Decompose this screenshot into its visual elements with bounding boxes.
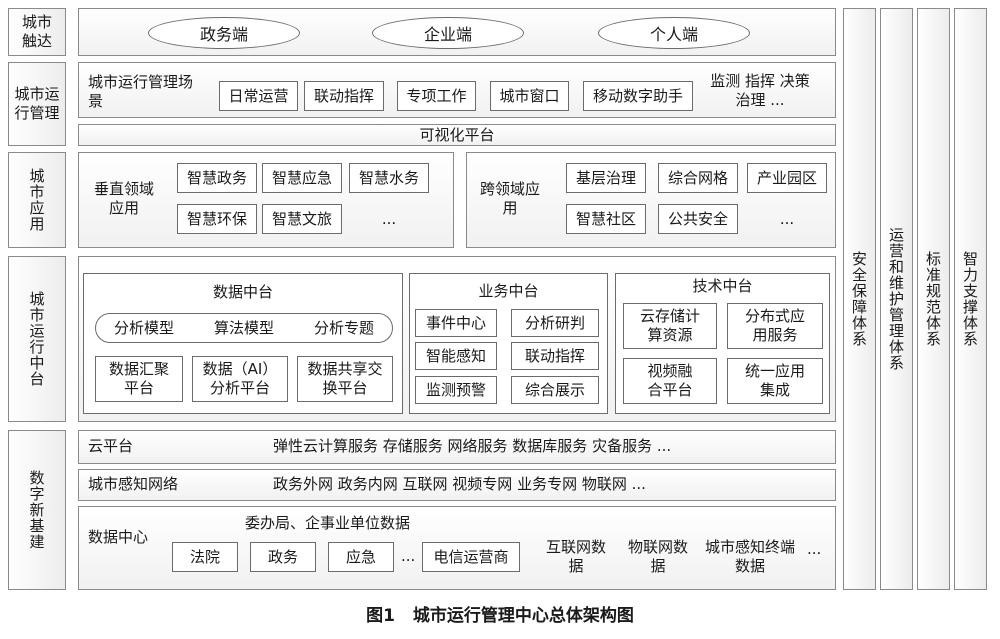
pillar-security-text: 安全保障体系	[850, 251, 868, 347]
reach-item-gov: 政务端	[148, 17, 300, 49]
cross-app-grassroots: 基层治理	[566, 163, 646, 193]
datacenter-units-label: 委办局、企事业单位数据	[245, 514, 411, 532]
dc-source-iot: 物联网数据	[627, 538, 688, 575]
tech-item-integration: 统一应用集成	[727, 358, 823, 404]
biz-item-command: 联动指挥	[511, 342, 599, 370]
data-platform-ai: 数据（AI）分析平台	[192, 356, 288, 402]
pillar-operations: 运营和维护管理体系	[880, 8, 913, 590]
dc-box-telecom: 电信运营商	[422, 542, 520, 572]
ops-extra: 监测 指挥 决策 治理 ...	[710, 72, 810, 109]
dc-box-court: 法院	[172, 542, 238, 572]
biz-item-display: 综合展示	[511, 376, 599, 404]
layer-label-center-text: 城市运行中台	[27, 291, 46, 387]
network-items: 政务外网 政务内网 互联网 视频专网 业务专网 物联网 ...	[273, 475, 646, 493]
visual-platform-panel	[78, 124, 836, 146]
tech-platform-title: 技术中台	[692, 276, 753, 295]
figure-number: 图1	[366, 606, 395, 626]
cloud-panel	[78, 430, 836, 464]
tech-item-video: 视频融合平台	[623, 358, 717, 404]
pillar-intellect: 智力支撑体系	[954, 8, 987, 590]
cloud-items: 弹性云计算服务 存储服务 网络服务 数据库服务 灾备服务 ...	[273, 437, 672, 455]
dc-source-sensing: 城市感知终端数据	[704, 538, 795, 575]
ops-item-special: 专项工作	[397, 81, 476, 111]
ops-item-command: 联动指挥	[304, 81, 384, 111]
biz-item-event: 事件中心	[415, 309, 497, 337]
vertical-app-gov: 智慧政务	[177, 163, 257, 193]
reach-item-enterprise: 企业端	[372, 17, 524, 49]
layer-label-apps-text: 城市应用	[27, 168, 46, 232]
layer-label-reach-text: 城市触达	[21, 13, 52, 50]
pillar-operations-text: 运营和维护管理体系	[887, 227, 905, 371]
tech-item-cloud: 云存储计算资源	[623, 303, 717, 349]
layer-label-apps: 城市应用	[8, 152, 66, 248]
vertical-apps-title: 垂直领域应用	[94, 180, 155, 217]
data-models-pill	[95, 313, 393, 343]
ops-item-mobile: 移动数字助手	[583, 81, 693, 111]
dc-box-gov: 政务	[250, 542, 316, 572]
data-model-topic: 分析专题	[313, 318, 374, 337]
biz-item-sensing: 智能感知	[415, 342, 497, 370]
data-model-analysis: 分析模型	[113, 318, 174, 337]
data-platform-aggregate: 数据汇聚平台	[95, 356, 183, 402]
figure-caption: 图1 城市运行管理中心总体架构图	[0, 601, 1000, 626]
visual-platform-label: 可视化平台	[419, 125, 495, 144]
cross-app-safety: 公共安全	[658, 204, 738, 234]
figure-title: 城市运行管理中心总体架构图	[412, 606, 634, 626]
layer-label-infra: 数字新基建	[8, 430, 66, 590]
dc-source-internet: 互联网数据	[545, 538, 606, 575]
dc-tail-ellipsis: ...	[807, 540, 822, 558]
layer-label-ops-text: 城市运行管理	[14, 85, 60, 122]
business-platform-title: 业务中台	[478, 281, 539, 300]
pillar-security: 安全保障体系	[843, 8, 876, 590]
ops-item-window: 城市窗口	[490, 81, 569, 111]
data-platform-share: 数据共享交换平台	[297, 356, 393, 402]
pillar-standards: 标准规范体系	[917, 8, 950, 590]
layer-label-center: 城市运行中台	[8, 256, 66, 422]
cross-apps-title: 跨领域应用	[480, 180, 541, 217]
pillar-standards-text: 标准规范体系	[924, 251, 942, 347]
layer-label-ops: 城市运行管理	[8, 62, 66, 146]
data-model-algorithm: 算法模型	[213, 318, 274, 337]
vertical-app-water: 智慧水务	[349, 163, 429, 193]
pillar-intellect-text: 智力支撑体系	[961, 251, 979, 347]
cross-app-park: 产业园区	[747, 163, 827, 193]
datacenter-title: 数据中心	[88, 528, 149, 546]
tech-item-distributed: 分布式应用服务	[727, 303, 823, 349]
cross-app-grid: 综合网格	[658, 163, 738, 193]
data-platform-title: 数据中台	[212, 282, 273, 301]
vertical-app-env: 智慧环保	[177, 204, 257, 234]
network-title: 城市感知网络	[88, 475, 179, 493]
ops-item-daily: 日常运营	[219, 81, 298, 111]
network-panel	[78, 469, 836, 501]
dc-box-ellipsis: ...	[401, 547, 416, 565]
layer-label-infra-text: 数字新基建	[27, 470, 46, 550]
biz-item-warning: 监测预警	[415, 376, 497, 404]
dc-box-emergency: 应急	[328, 542, 394, 572]
vertical-app-tourism: 智慧文旅	[262, 204, 342, 234]
cross-app-community: 智慧社区	[566, 204, 646, 234]
cloud-title: 云平台	[88, 437, 134, 455]
ops-scene-title: 城市运行管理场景	[88, 73, 194, 110]
cross-app-more: ...	[779, 209, 795, 228]
vertical-app-more: ...	[381, 209, 397, 228]
biz-item-analysis: 分析研判	[511, 309, 599, 337]
layer-label-reach: 城市触达	[8, 8, 66, 56]
reach-item-personal: 个人端	[598, 17, 750, 49]
vertical-app-emergency: 智慧应急	[262, 163, 342, 193]
